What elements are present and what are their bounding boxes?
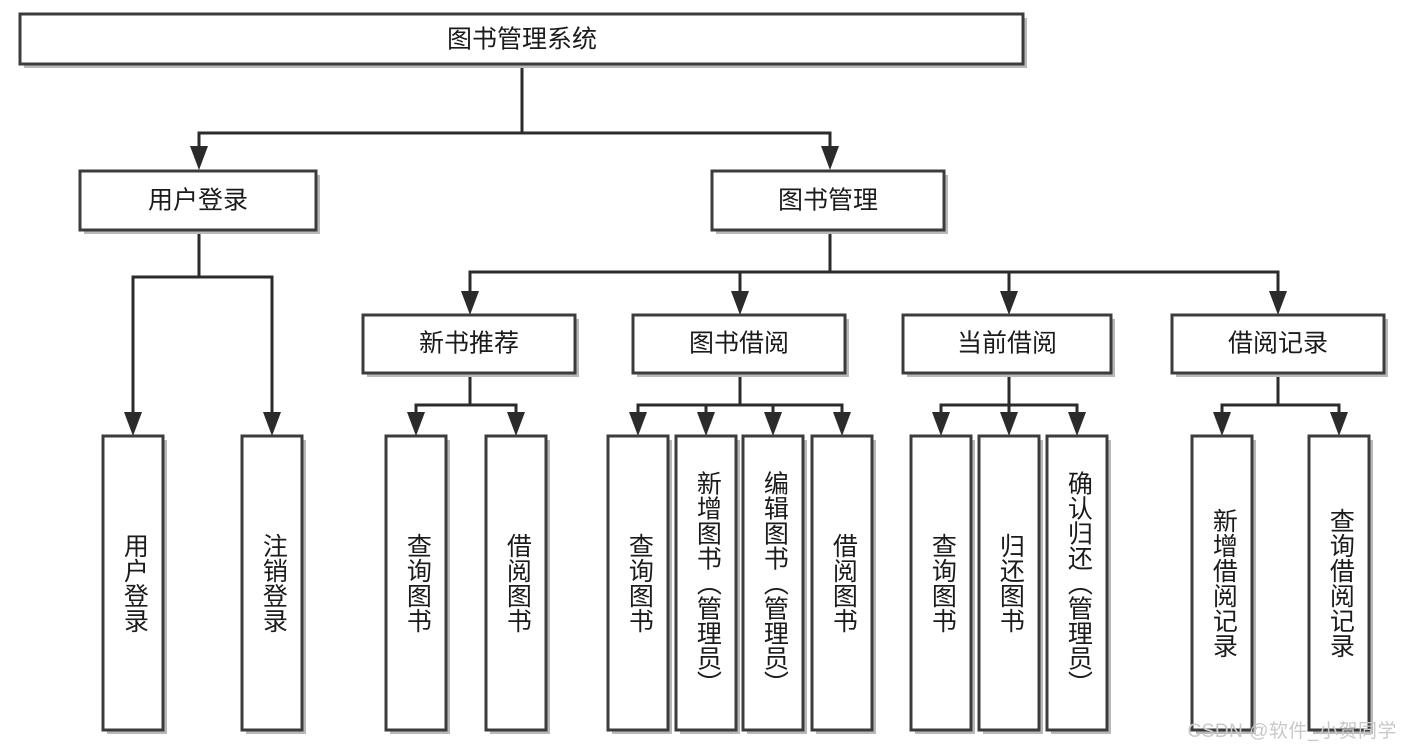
node-leaf-query-book-2-label: 查询图书 (625, 533, 654, 633)
node-new-book-recommend-box (361, 313, 577, 375)
node-user-login-label: 用户登录 (148, 187, 248, 215)
node-book-management-box (710, 169, 946, 232)
node-leaf-return-book-label: 归还图书 (996, 533, 1025, 633)
node-leaf-add-book-box (674, 434, 738, 732)
arrow-head-user-login (190, 146, 208, 170)
node-leaf-query-book-1[interactable]: 查询图书 (384, 434, 450, 734)
node-leaf-query-book-1-label: 查询图书 (403, 533, 432, 633)
node-leaf-query-book-2[interactable]: 查询图书 (606, 434, 672, 734)
node-book-borrow-box (631, 313, 847, 375)
node-leaf-borrow-book-2-box (810, 434, 874, 732)
node-leaf-user-login-label: 用户登录 (120, 533, 149, 633)
node-leaf-return-book[interactable]: 归还图书 (977, 434, 1043, 734)
node-leaf-borrow-book-2-label: 借阅图书 (829, 533, 858, 633)
node-leaf-user-logout-label: 注销登录 (259, 533, 288, 633)
connector-group-user-login-to-leaves (124, 230, 281, 436)
arrow-head-leaf-query-record (1330, 412, 1348, 436)
arrow-head-leaf-borrow-book-2 (833, 412, 851, 436)
node-leaf-add-book[interactable]: 新增图书（管理员） (674, 434, 740, 734)
node-book-management-label: 图书管理 (778, 187, 878, 215)
arrow-head-book-borrow (731, 291, 749, 315)
node-leaf-user-login-box (101, 434, 165, 732)
node-current-borrow-box (901, 313, 1113, 375)
arrow-head-leaf-query-book-3 (932, 412, 950, 436)
connector-group-book-borrow-to-leaves (629, 373, 851, 436)
arrow-head-current-borrow (1000, 291, 1018, 315)
node-leaf-borrow-book-1-label: 借阅图书 (503, 533, 532, 633)
node-user-login-box (78, 169, 318, 232)
connector-group-borrow-record-to-leaves (1213, 373, 1348, 436)
arrow-head-book-management (821, 146, 839, 170)
arrow-head-leaf-add-book (697, 412, 715, 436)
node-leaf-query-record[interactable]: 查询借阅记录 (1307, 434, 1373, 734)
node-leaf-edit-book-box (741, 434, 805, 732)
node-leaf-borrow-book-1[interactable]: 借阅图书 (484, 434, 550, 734)
node-leaf-user-login[interactable]: 用户登录 (101, 434, 167, 734)
node-leaf-add-record-label: 新增借阅记录 (1209, 508, 1238, 658)
node-leaf-query-book-1-box (384, 434, 448, 732)
node-leaf-return-book-box (977, 434, 1041, 732)
node-book-borrow-label: 图书借阅 (689, 330, 789, 358)
node-user-login[interactable]: 用户登录 (78, 169, 320, 234)
node-leaf-edit-book-label: 编辑图书（管理员） (760, 471, 789, 696)
node-root-box (18, 12, 1025, 66)
node-leaf-query-book-3-box (909, 434, 973, 732)
arrow-head-leaf-user-logout (263, 412, 281, 436)
node-new-book-recommend[interactable]: 新书推荐 (361, 313, 579, 377)
node-leaf-user-logout-box (240, 434, 304, 732)
node-leaf-add-record-box (1190, 434, 1254, 732)
node-leaf-borrow-book-1-box (484, 434, 548, 732)
node-leaf-add-book-label: 新增图书（管理员） (693, 471, 722, 696)
node-book-borrow[interactable]: 图书借阅 (631, 313, 849, 377)
node-borrow-record-box (1170, 313, 1386, 375)
connector-group-book-management-to-level3 (461, 230, 1287, 315)
arrow-head-leaf-edit-book (764, 412, 782, 436)
arrow-head-borrow-record (1269, 291, 1287, 315)
node-current-borrow[interactable]: 当前借阅 (901, 313, 1115, 377)
connector-group-current-borrow-to-leaves (932, 373, 1086, 436)
node-leaf-confirm-return-box (1045, 434, 1109, 732)
node-current-borrow-label: 当前借阅 (957, 330, 1057, 358)
arrow-head-leaf-query-book-1 (407, 412, 425, 436)
node-leaf-confirm-return[interactable]: 确认归还（管理员） (1045, 434, 1111, 734)
connector-group-new-book-recommend-to-leaves (407, 373, 525, 436)
node-leaf-query-record-box (1307, 434, 1371, 732)
node-leaf-add-record[interactable]: 新增借阅记录 (1190, 434, 1256, 734)
node-root[interactable]: 图书管理系统 (18, 12, 1027, 68)
node-leaf-confirm-return-label: 确认归还（管理员） (1064, 471, 1093, 696)
node-leaf-query-book-3[interactable]: 查询图书 (909, 434, 975, 734)
node-leaf-query-book-2-box (606, 434, 670, 732)
node-leaf-query-record-label: 查询借阅记录 (1326, 508, 1355, 658)
arrow-head-leaf-confirm-return (1068, 412, 1086, 436)
node-borrow-record-label: 借阅记录 (1228, 330, 1328, 358)
node-book-management[interactable]: 图书管理 (710, 169, 948, 234)
arrow-head-leaf-add-record (1213, 412, 1231, 436)
arrow-head-leaf-borrow-book-1 (507, 412, 525, 436)
arrow-head-leaf-user-login (124, 412, 142, 436)
node-leaf-borrow-book-2[interactable]: 借阅图书 (810, 434, 876, 734)
node-leaf-user-logout[interactable]: 注销登录 (240, 434, 306, 734)
arrow-head-leaf-return-book (1000, 412, 1018, 436)
node-root-label: 图书管理系统 (447, 26, 597, 54)
connector-group-root-to-level2 (190, 64, 839, 170)
arrow-head-leaf-query-book-2 (629, 412, 647, 436)
node-new-book-recommend-label: 新书推荐 (419, 330, 519, 358)
node-leaf-query-book-3-label: 查询图书 (928, 533, 957, 633)
arrow-head-new-book-recommend (461, 291, 479, 315)
node-leaf-edit-book[interactable]: 编辑图书（管理员） (741, 434, 807, 734)
node-borrow-record[interactable]: 借阅记录 (1170, 313, 1388, 377)
